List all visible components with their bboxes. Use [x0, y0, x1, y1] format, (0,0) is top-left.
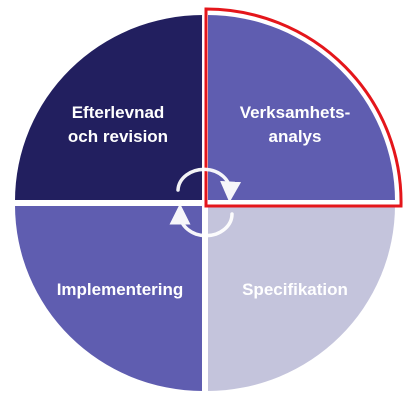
quadrant-efterlevnad-och-revision[interactable] [15, 15, 203, 201]
quadrant-verksamhetsanalys[interactable] [207, 15, 395, 201]
highlight-outline [204, 7, 403, 208]
quadrant-label-line: Verksamhets- [239, 103, 351, 122]
quadrant-label-line: Specifikation [242, 280, 348, 299]
quadrant-label-line: analys [268, 127, 322, 146]
quadrant-label-verksamhetsanalys: Verksamhets- analys [225, 101, 365, 149]
quadrant-label-line: Efterlevnad [71, 103, 165, 122]
quadrant-label-line: och revision [67, 127, 169, 146]
quadrant-implementering[interactable] [15, 205, 203, 391]
cycle-arrows-icon [169, 167, 242, 238]
quadrant-label-line: Implementering [56, 280, 184, 299]
quadrant-label-efterlevnad-och-revision: Efterlevnad och revision [48, 101, 188, 149]
quadrant-specifikation[interactable] [207, 205, 395, 391]
quadrant-label-specifikation: Specifikation [220, 278, 370, 302]
quadrant-label-implementering: Implementering [40, 278, 200, 302]
